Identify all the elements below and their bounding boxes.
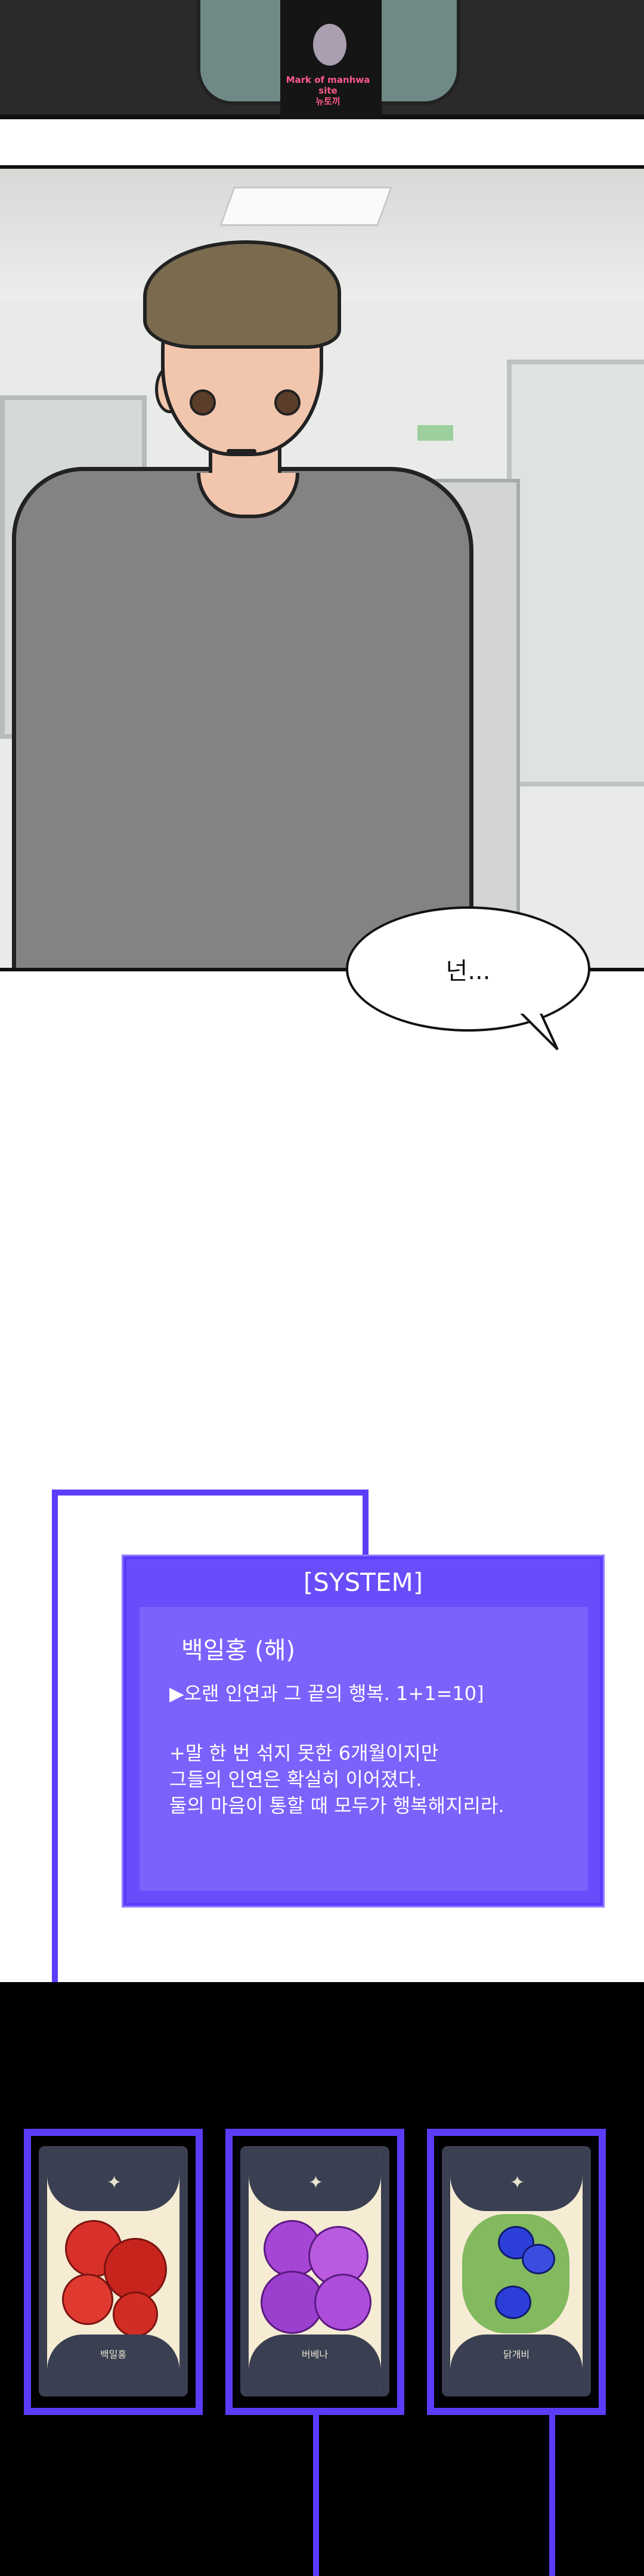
flower-bloom — [522, 2244, 555, 2274]
card-top-ornament — [249, 2154, 381, 2211]
card-face-3: ✦ 닭개비 — [450, 2154, 583, 2388]
system-content-panel: 백일홍 (해) ▶오랜 인연과 그 끝의 행복. 1+1=10] +말 한 번 … — [140, 1607, 588, 1891]
background-window-right — [507, 360, 644, 787]
card-top-ornament — [450, 2154, 583, 2211]
character-eye-left — [190, 389, 216, 416]
card-top-ornament — [47, 2154, 179, 2211]
connector-line-top — [52, 1490, 369, 1496]
star-icon: ✦ — [510, 2172, 525, 2193]
watermark-mascot-icon — [313, 24, 346, 66]
character-shirt — [12, 467, 473, 968]
card-bottom-ornament — [249, 2334, 381, 2388]
card-frame-1: ✦ 백일홍 — [24, 2129, 203, 2415]
speech-bubble-tail — [516, 1008, 559, 1051]
card-frame-3: ✦ 닭개비 — [427, 2129, 606, 2415]
system-line-1: +말 한 번 섞지 못한 6개월이지만 — [169, 1742, 439, 1764]
watermark-line1: Mark of manhwa site — [286, 75, 370, 96]
card-frame-2: ✦ 버베나 — [225, 2129, 404, 2415]
tarot-card-3[interactable]: ✦ 닭개비 — [442, 2146, 591, 2397]
card-bottom-ornament — [47, 2334, 179, 2388]
speech-bubble: 넌... — [346, 906, 590, 1032]
flower-bloom — [495, 2286, 531, 2319]
card-face-2: ✦ 버베나 — [249, 2154, 381, 2388]
connector-line-left — [52, 1490, 58, 2141]
system-title: [SYSTEM] — [303, 1568, 423, 1597]
system-line-3: 둘의 마음이 통할 때 모두가 행복해지리라. — [169, 1794, 504, 1817]
character-hair — [143, 240, 341, 349]
system-line-2: 그들의 인연은 확실히 이어졌다. — [169, 1768, 422, 1791]
flower-bloom — [113, 2292, 158, 2337]
card-label-1: 백일홍 — [100, 2349, 127, 2360]
exit-sign — [417, 425, 453, 441]
system-window: [SYSTEM] 백일홍 (해) ▶오랜 인연과 그 끝의 행복. 1+1=10… — [123, 1556, 603, 1906]
star-icon: ✦ — [107, 2172, 122, 2193]
star-icon: ✦ — [308, 2172, 324, 2193]
flower-bloom — [314, 2274, 371, 2331]
main-comic-panel — [0, 165, 644, 971]
connector-line-bottom-2 — [549, 2415, 555, 2576]
card-label-3: 닭개비 — [503, 2349, 530, 2360]
flower-bloom — [62, 2274, 113, 2325]
tarot-card-1[interactable]: ✦ 백일홍 — [39, 2146, 188, 2397]
card-bottom-ornament — [450, 2334, 583, 2388]
system-flower-name: 백일홍 (해) — [181, 1637, 296, 1664]
character-mouth — [227, 449, 256, 454]
card-face-1: ✦ 백일홍 — [47, 2154, 179, 2388]
watermark: Mark of manhwa site 뉴토끼 — [280, 75, 376, 110]
character-eye-right — [274, 389, 301, 416]
card-label-2: 버베나 — [301, 2349, 329, 2360]
system-subtitle: ▶오랜 인연과 그 끝의 행복. 1+1=10] — [169, 1682, 484, 1705]
watermark-line2: 뉴토끼 — [315, 96, 340, 107]
connector-line-bottom-1 — [313, 2415, 319, 2576]
connector-line-right — [363, 1490, 369, 1556]
ceiling-light — [219, 187, 393, 226]
tarot-card-2[interactable]: ✦ 버베나 — [240, 2146, 389, 2397]
flower-bloom — [261, 2271, 324, 2334]
speech-text: 넌... — [445, 958, 491, 985]
top-comic-panel: Mark of manhwa site 뉴토끼 — [0, 0, 644, 119]
